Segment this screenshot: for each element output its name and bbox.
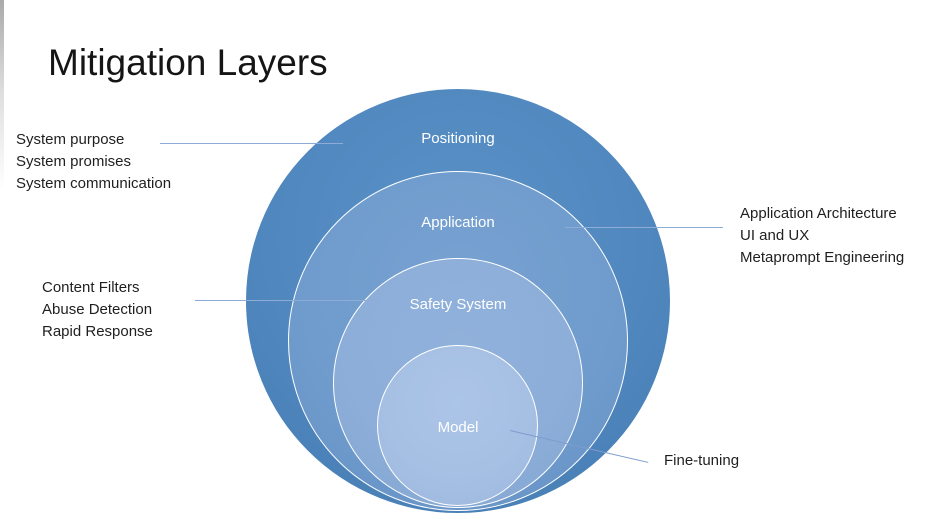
annotation-line: System communication [16, 175, 172, 192]
annotation-line: Abuse Detection [42, 301, 153, 318]
left-edge-shadow [0, 0, 4, 190]
annotation-line: System purpose [16, 131, 125, 148]
circle-model [377, 345, 538, 506]
layer-label-safety-system: Safety System [409, 296, 507, 313]
slide-title: Mitigation Layers [48, 42, 328, 83]
annotation-line: Metaprompt Engineering [740, 249, 905, 266]
annotation-line: Application Architecture [740, 205, 897, 222]
annotation-application: Application Architecture UI and UX Metap… [740, 203, 904, 269]
connector-line-safety-system [195, 300, 380, 301]
annotation-line: Rapid Response [42, 323, 153, 340]
layer-label-application: Application [421, 214, 495, 231]
annotation-line: System promises [16, 153, 132, 170]
annotation-safety-system: Content Filters Abuse Detection Rapid Re… [42, 277, 153, 343]
layer-label-positioning: Positioning [421, 130, 495, 147]
annotation-positioning: System purpose System promises System co… [16, 129, 171, 195]
annotation-line: UI and UX [740, 227, 810, 244]
annotation-fine-tuning: Fine-tuning [664, 450, 739, 472]
connector-line-positioning [160, 143, 343, 144]
layer-label-model: Model [437, 419, 479, 436]
annotation-line: Content Filters [42, 279, 140, 296]
annotation-line: Fine-tuning [664, 452, 740, 469]
connector-line-application [565, 227, 723, 228]
